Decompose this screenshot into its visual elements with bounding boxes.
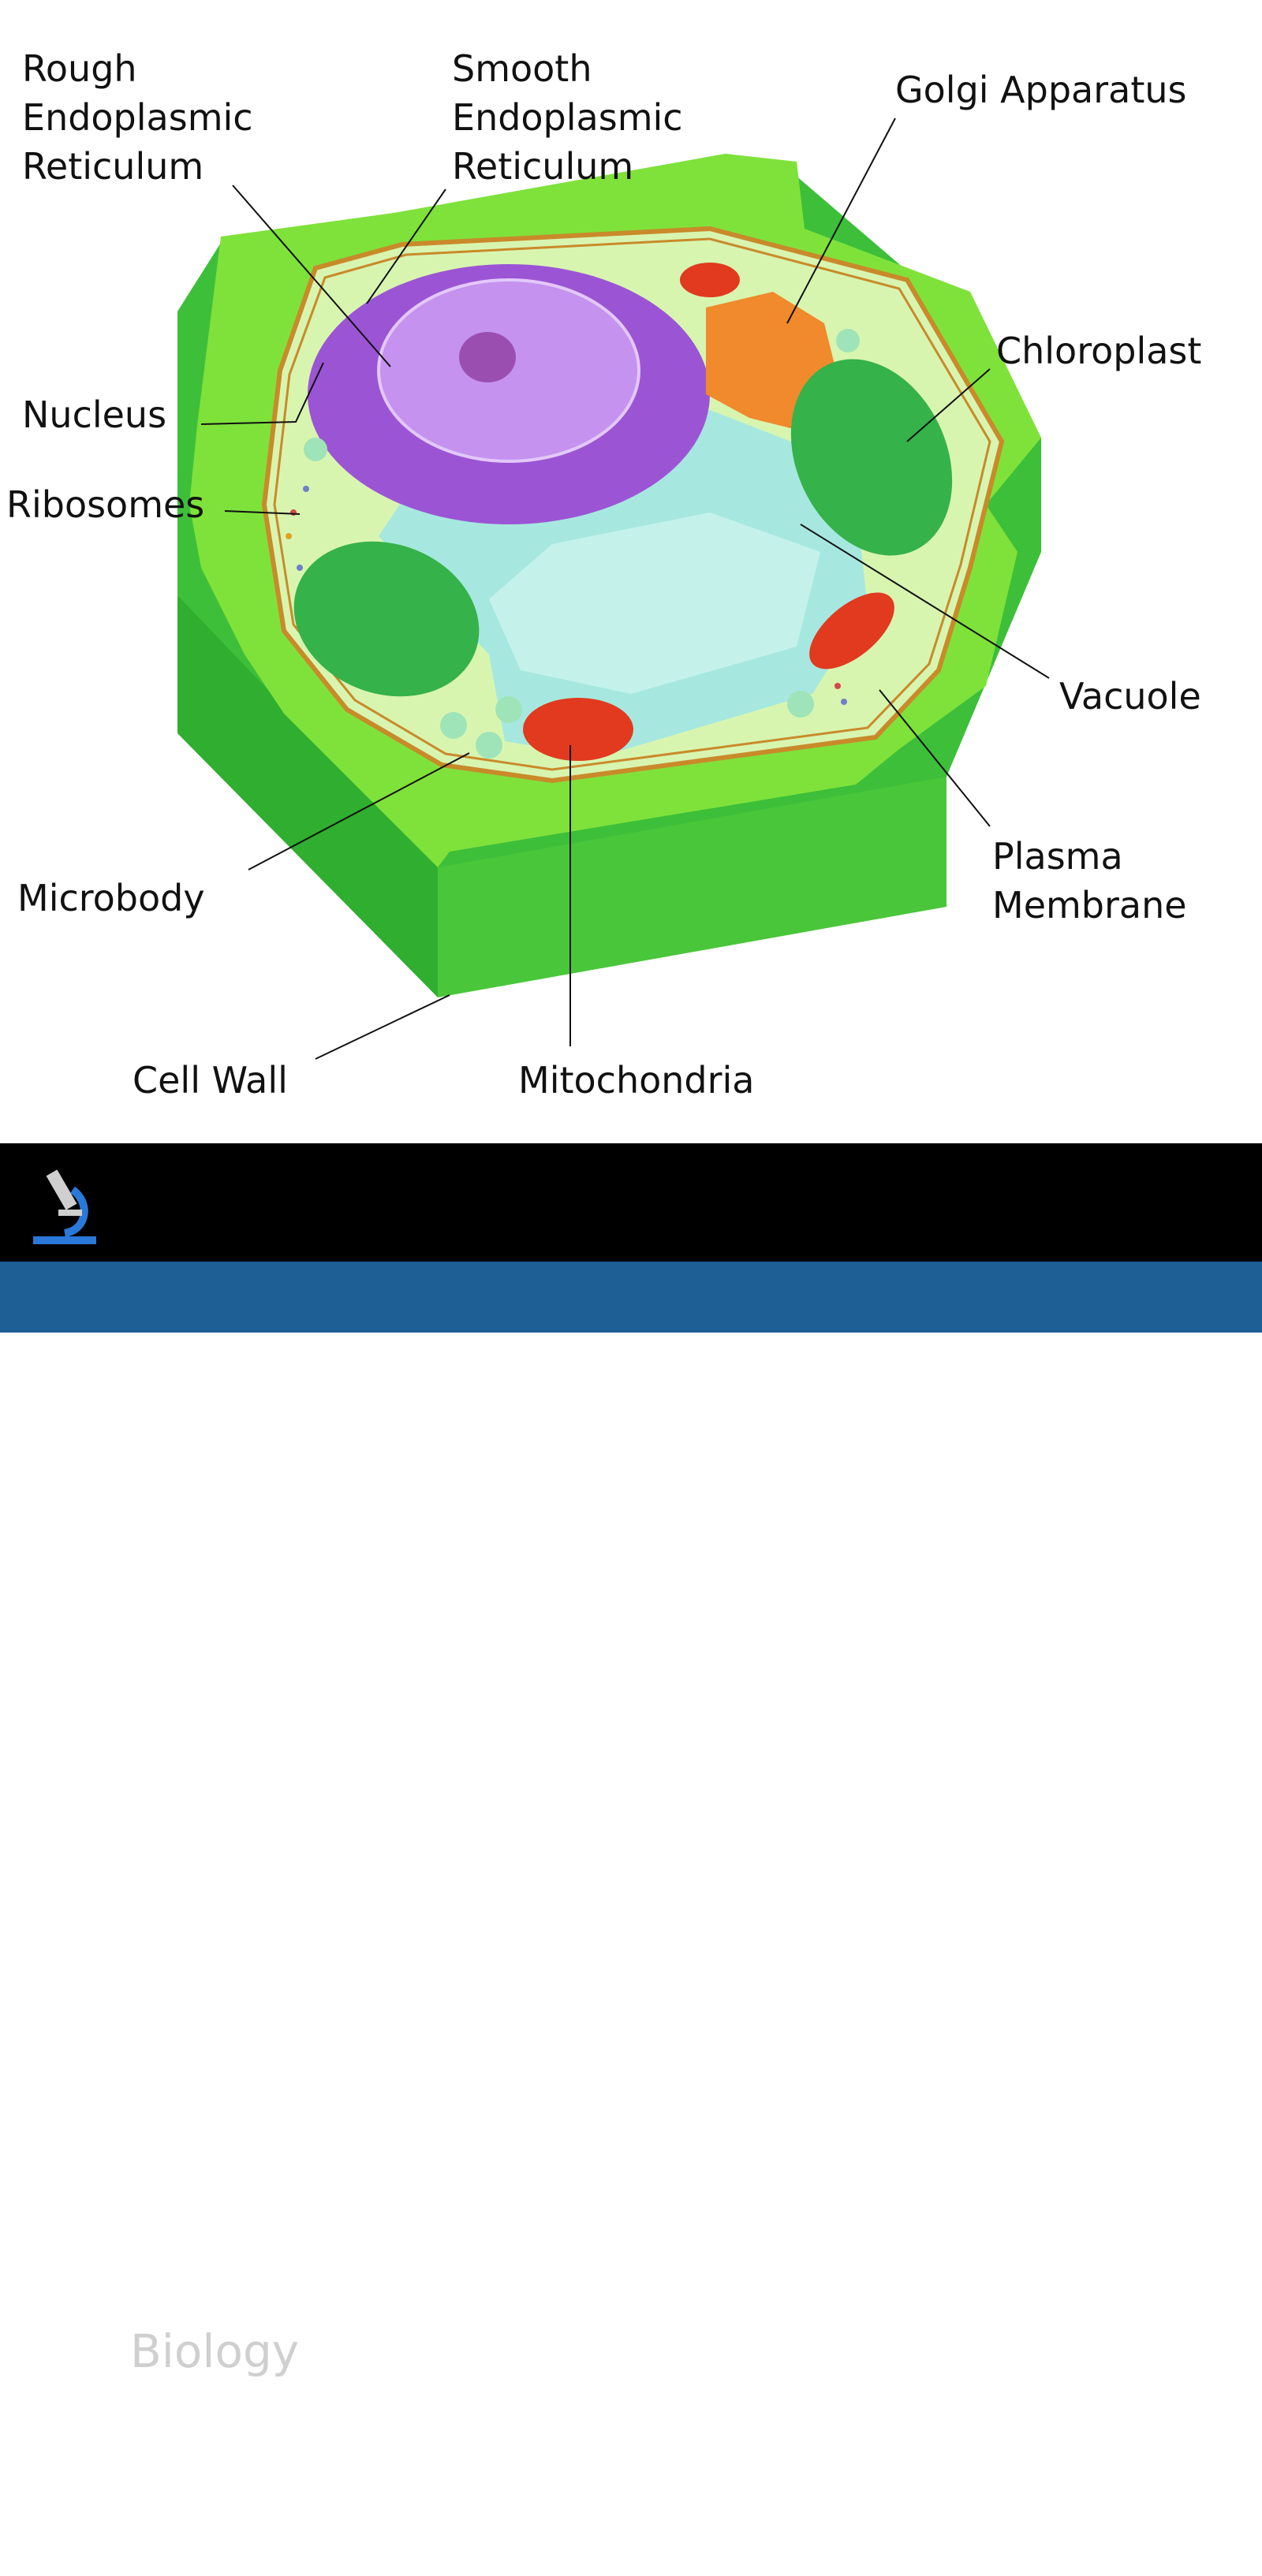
footer-bar: dreamstime.com ID 31606462 © Snapgalleri… xyxy=(0,1262,1262,2576)
microbody xyxy=(476,732,502,759)
leader-chloroplast xyxy=(906,368,991,442)
label-cell-wall: Cell Wall xyxy=(133,1059,288,1102)
label-nucleus: Nucleus xyxy=(22,393,167,436)
ribosome xyxy=(297,565,303,571)
microbody xyxy=(495,696,522,723)
chloroplast-left xyxy=(293,541,480,697)
cell-wall-right-face xyxy=(438,777,946,997)
cell-illustration xyxy=(177,117,1050,1060)
label-smooth-er-line1: Smooth xyxy=(452,47,592,90)
label-chloroplast: Chloroplast xyxy=(996,330,1202,372)
label-microbody: Microbody xyxy=(17,877,205,919)
microbody xyxy=(304,438,327,461)
label-rough-er-line2: Endoplasmic xyxy=(22,96,253,139)
label-rough-er-line3: Reticulum xyxy=(22,145,204,188)
mitochondrion-right xyxy=(809,592,894,669)
label-plasma-membrane: Plasma Membrane xyxy=(992,832,1187,930)
nucleolus xyxy=(459,332,516,382)
label-smooth-er-line3: Reticulum xyxy=(452,145,634,188)
leader-rough-er xyxy=(232,185,391,367)
plasma-membrane-inner xyxy=(273,237,991,771)
footer-brand: dreamstime.com xyxy=(14,2544,252,2576)
leader-plasma-membrane xyxy=(879,689,991,827)
leader-nucleus xyxy=(200,362,324,425)
label-rough-er-line1: Rough xyxy=(22,47,137,90)
chloroplast-right xyxy=(790,359,953,556)
banner-title: Plant Cell xyxy=(865,2302,1237,2395)
microbody xyxy=(836,329,860,352)
leader-microbody xyxy=(248,752,470,870)
cell-wall-front-face xyxy=(177,595,438,997)
label-plasma-membrane-line2: Membrane xyxy=(992,884,1187,926)
label-rough-er: Rough Endoplasmic Reticulum xyxy=(22,44,253,191)
title-banner: Biology Plant Cell xyxy=(0,1143,1262,2395)
leader-smooth-er xyxy=(366,188,446,304)
label-ribosomes: Ribosomes xyxy=(6,483,205,526)
ribosome xyxy=(290,509,297,516)
microbody xyxy=(440,712,467,739)
leader-golgi xyxy=(786,117,896,324)
ribosome xyxy=(303,486,309,492)
label-plasma-membrane-line1: Plasma xyxy=(992,835,1123,878)
leader-lines xyxy=(200,117,1050,1060)
banner-subject: Biology xyxy=(130,2324,300,2378)
footer-credit: ID 31606462 © Snapgalleria xyxy=(962,2550,1238,2570)
ribosome xyxy=(841,699,847,705)
label-golgi: Golgi Apparatus xyxy=(895,69,1187,111)
label-smooth-er-line2: Endoplasmic xyxy=(452,96,683,139)
microbody xyxy=(787,691,814,718)
label-mitochondria: Mitochondria xyxy=(518,1059,755,1102)
leader-ribosomes xyxy=(224,510,301,515)
leader-cell-wall xyxy=(315,994,450,1060)
ribosome xyxy=(834,683,841,689)
ribosome xyxy=(286,533,292,539)
vacuole-highlight xyxy=(489,513,820,694)
plant-cell-diagram: Rough Endoplasmic Reticulum Smooth Endop… xyxy=(6,44,1202,1102)
mitochondrion-bottom xyxy=(523,698,633,761)
label-vacuole: Vacuole xyxy=(1059,675,1201,718)
mitochondrion-top xyxy=(680,263,740,297)
label-smooth-er: Smooth Endoplasmic Reticulum xyxy=(452,44,683,191)
microscope-icon xyxy=(33,1169,96,1244)
leader-vacuole xyxy=(800,524,1050,679)
